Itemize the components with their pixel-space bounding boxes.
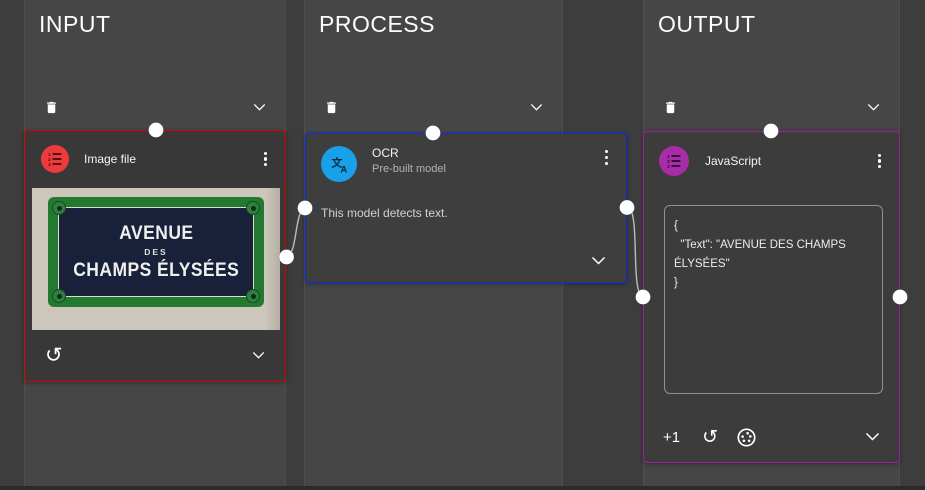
- wire-ocr-to-output: [627, 206, 644, 298]
- svg-text:1: 1: [48, 152, 51, 157]
- ocr-card-input-port[interactable]: [297, 200, 313, 216]
- more-items-badge[interactable]: +1: [663, 428, 681, 446]
- sign-line-3: CHAMPS ÉLYSÉES: [72, 259, 240, 281]
- trash-icon[interactable]: [324, 99, 339, 116]
- javascript-card-expand-chevron-icon[interactable]: [865, 432, 880, 442]
- translate-icon: 文 A: [321, 146, 357, 182]
- code-line: "Text": "AVENUE DES CHAMPS: [674, 239, 846, 251]
- javascript-card-title: JavaScript: [705, 154, 762, 168]
- code-line: ÉLYSÉES": [674, 258, 730, 270]
- output-column-collapse-chevron-icon[interactable]: [867, 103, 880, 112]
- dotted-circle-icon[interactable]: [736, 427, 757, 448]
- screw-icon: [52, 289, 66, 303]
- screw-icon: [246, 289, 260, 303]
- output-card-right-port[interactable]: [892, 289, 908, 305]
- kebab-menu-icon[interactable]: [601, 146, 612, 169]
- street-sign-plate: AVENUE DES CHAMPS ÉLYSÉES: [48, 197, 264, 307]
- input-column-toolbar: [25, 94, 285, 120]
- trash-icon[interactable]: [663, 99, 678, 116]
- numbered-list-icon: 1 2 3: [659, 146, 689, 176]
- refresh-icon[interactable]: ↺: [45, 342, 63, 367]
- svg-text:3: 3: [48, 162, 51, 167]
- screw-icon: [246, 201, 260, 215]
- refresh-icon[interactable]: ↺: [702, 425, 719, 448]
- svg-text:3: 3: [667, 164, 670, 169]
- input-column-collapse-chevron-icon[interactable]: [253, 103, 266, 112]
- screw-icon: [52, 201, 66, 215]
- trash-icon[interactable]: [44, 99, 59, 116]
- ocr-card-top-port[interactable]: [425, 125, 441, 141]
- ocr-card-description: This model detects text.: [321, 206, 448, 220]
- svg-text:2: 2: [48, 157, 51, 162]
- sign-line-2: DES: [144, 246, 168, 257]
- output-card-top-port[interactable]: [763, 123, 779, 139]
- image-file-card[interactable]: 1 2 3 Image file AVENUE DES CHAMPS ÉLYSÉ…: [24, 130, 286, 382]
- numbered-list-icon: 1 2 3: [41, 145, 69, 173]
- output-card-input-port[interactable]: [635, 289, 651, 305]
- ocr-model-card[interactable]: 文 A OCR Pre-built model This model detec…: [305, 133, 627, 283]
- input-card-top-port[interactable]: [148, 122, 164, 138]
- image-file-card-title: Image file: [84, 152, 137, 166]
- ocr-result-json[interactable]: { "Text": "AVENUE DES CHAMPS ÉLYSÉES" }: [664, 205, 883, 394]
- input-column-title: INPUT: [39, 11, 111, 37]
- code-line: }: [674, 277, 678, 289]
- sign-line-1: AVENUE: [118, 222, 194, 244]
- code-line: {: [674, 220, 678, 232]
- image-file-card-footer: ↺: [25, 329, 285, 381]
- kebab-menu-icon[interactable]: [874, 150, 885, 173]
- svg-text:1: 1: [667, 154, 670, 159]
- kebab-menu-icon[interactable]: [260, 148, 271, 171]
- svg-text:2: 2: [667, 159, 670, 164]
- javascript-card-header: 1 2 3 JavaScript: [644, 132, 899, 176]
- svg-text:文: 文: [331, 155, 343, 169]
- ocr-card-title: OCR: [372, 146, 399, 160]
- ocr-card-expand-chevron-icon[interactable]: [591, 256, 606, 266]
- process-column-toolbar: [305, 94, 562, 120]
- image-file-card-expand-chevron-icon[interactable]: [252, 351, 265, 360]
- javascript-output-card[interactable]: 1 2 3 JavaScript { "Text": "AVENUE DES C…: [643, 131, 900, 463]
- svg-text:A: A: [340, 164, 347, 174]
- ocr-card-subtitle: Pre-built model: [372, 163, 446, 175]
- output-column-toolbar: [644, 94, 899, 120]
- process-column-collapse-chevron-icon[interactable]: [530, 103, 543, 112]
- process-column-title: PROCESS: [319, 11, 435, 37]
- bottom-edge-strip: [0, 486, 925, 490]
- image-file-card-header: 1 2 3 Image file: [25, 131, 285, 187]
- javascript-card-footer: +1 ↺: [644, 412, 899, 462]
- ocr-card-header: 文 A OCR Pre-built model: [306, 134, 626, 182]
- output-column-title: OUTPUT: [658, 11, 756, 37]
- input-card-output-port[interactable]: [278, 249, 295, 265]
- street-sign-image: AVENUE DES CHAMPS ÉLYSÉES: [32, 188, 280, 330]
- ocr-card-output-port[interactable]: [619, 199, 635, 216]
